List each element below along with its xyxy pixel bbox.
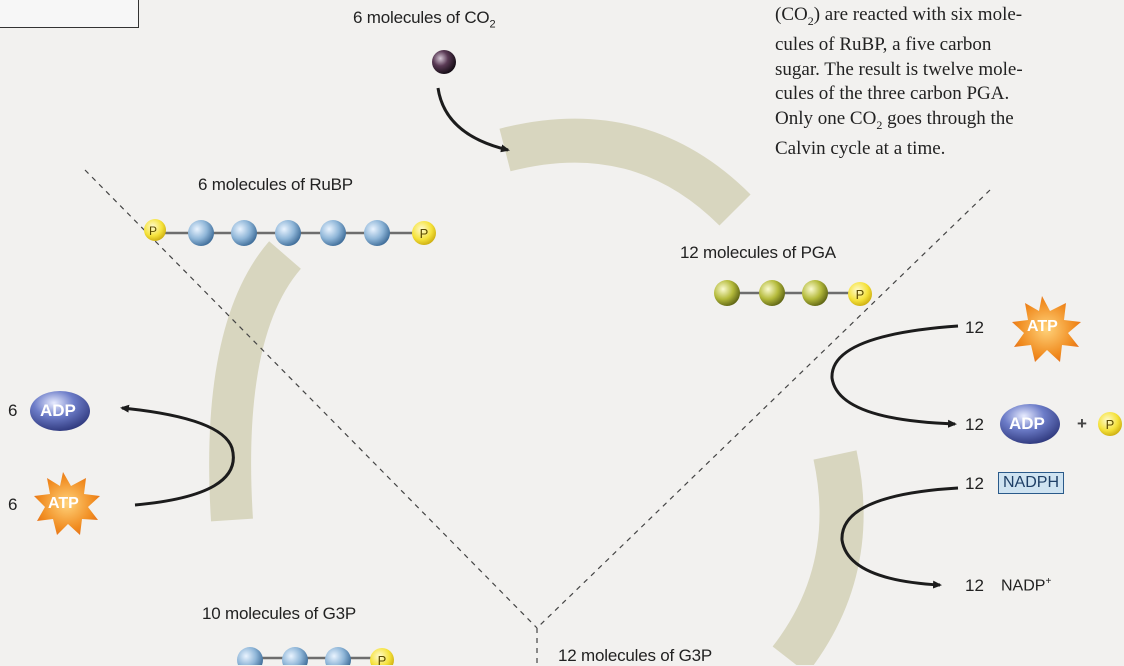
- g3p-10-chain: P: [237, 647, 394, 665]
- g3p-carbon-sphere-icon: [237, 647, 263, 665]
- cycle-arc-right: [790, 455, 842, 660]
- pga-carbon-sphere-icon: [714, 280, 740, 306]
- g3p-10-molecules-label: 10 molecules of G3P: [202, 604, 356, 624]
- atp-label: ATP: [48, 495, 79, 513]
- co2-molecule-icon: [432, 50, 456, 74]
- cycle-arc-top: [505, 141, 735, 210]
- right-nadp-count: 12: [965, 576, 984, 596]
- nadp-label: NADP+: [1001, 576, 1051, 595]
- caption-line: cules of RuBP, a five carbon: [775, 33, 1124, 58]
- pga-carbon-sphere-icon: [802, 280, 828, 306]
- caption-line: sugar. The result is twelve mole-: [775, 58, 1124, 83]
- pga-carbon-sphere-icon: [759, 280, 785, 306]
- left-atp-count: 6: [8, 495, 17, 515]
- caption-line: Calvin cycle at a time.: [775, 137, 1124, 162]
- caption-line: (CO2) are reacted with six mole-: [775, 3, 1124, 33]
- phosphate-label: P: [856, 287, 865, 302]
- left-adp-count: 6: [8, 401, 17, 421]
- adp-label: ADP: [1009, 414, 1045, 434]
- co2-molecules-label: 6 molecules of CO2: [353, 8, 495, 30]
- pga-molecules-label: 12 molecules of PGA: [680, 243, 836, 263]
- co2-arrow: [438, 88, 508, 150]
- phosphate-label: P: [420, 226, 429, 241]
- g3p-carbon-sphere-icon: [325, 647, 351, 665]
- phosphate-label: P: [149, 224, 157, 238]
- right-nadph-count: 12: [965, 474, 984, 494]
- g3p-carbon-sphere-icon: [282, 647, 308, 665]
- rubp-carbon-sphere-icon: [320, 220, 346, 246]
- phosphate-label: P: [1106, 417, 1115, 432]
- rubp-carbon-sphere-icon: [231, 220, 257, 246]
- rubp-carbon-sphere-icon: [364, 220, 390, 246]
- rubp-chain: P P: [144, 219, 436, 246]
- rubp-carbon-sphere-icon: [188, 220, 214, 246]
- atp-label: ATP: [1027, 318, 1058, 336]
- rubp-molecules-label: 6 molecules of RuBP: [198, 175, 353, 195]
- adp-label: ADP: [40, 401, 76, 421]
- right-atp-arrow: [832, 326, 958, 424]
- g3p-12-molecules-label: 12 molecules of G3P: [558, 646, 712, 666]
- nadph-label: NADPH: [998, 472, 1064, 494]
- caption-paragraph: (CO2) are reacted with six mole- cules o…: [775, 3, 1124, 162]
- phosphate-label: P: [378, 653, 387, 665]
- pga-chain: P: [714, 280, 872, 306]
- right-atp-count: 12: [965, 318, 984, 338]
- right-adp-count: 12: [965, 415, 984, 435]
- rubp-carbon-sphere-icon: [275, 220, 301, 246]
- caption-line: cules of the three carbon PGA.: [775, 82, 1124, 107]
- plus-sign: +: [1077, 414, 1087, 434]
- cycle-arc-left: [230, 255, 285, 520]
- caption-line: Only one CO2 goes through the: [775, 107, 1124, 137]
- cycle-arcs: [230, 141, 841, 660]
